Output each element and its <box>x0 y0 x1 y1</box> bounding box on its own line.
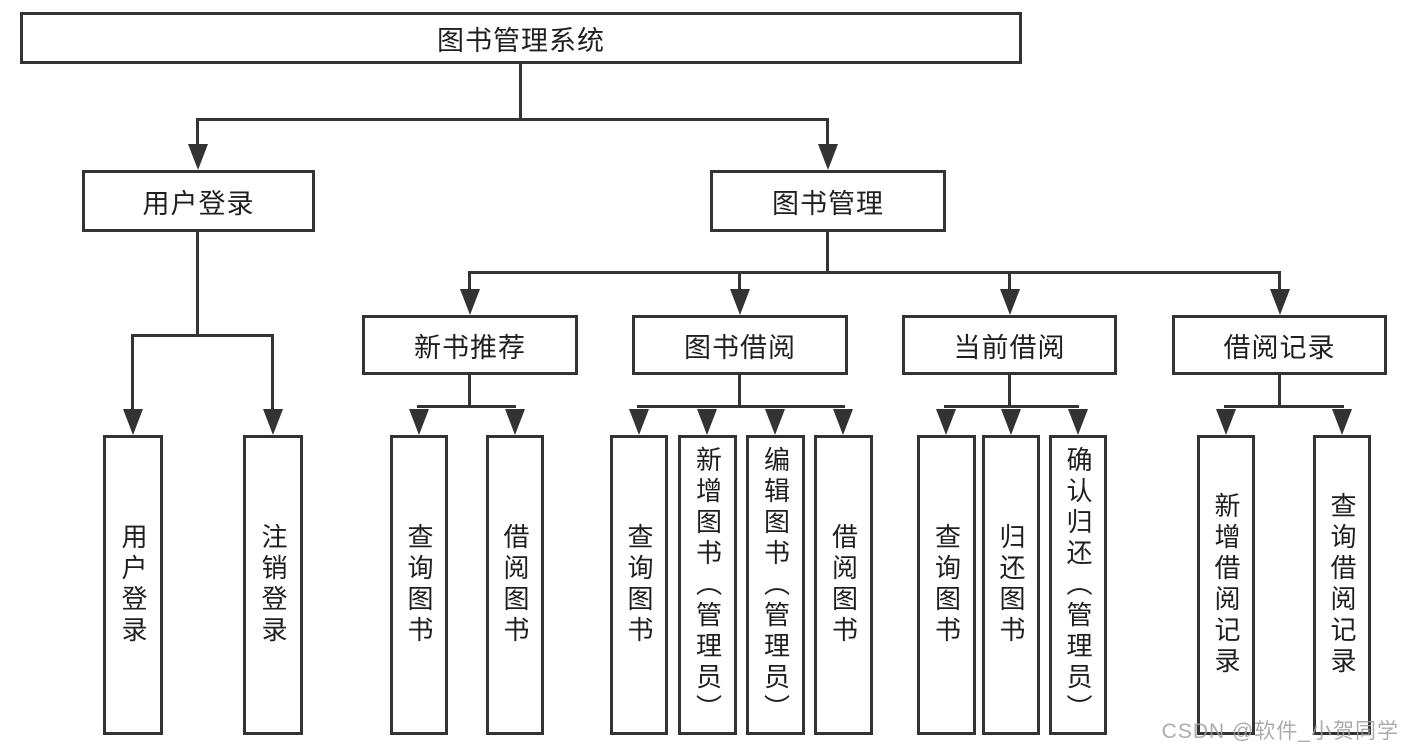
node-borrowing-records: 借阅记录 <box>1172 315 1387 375</box>
node-add-books-admin: 新增图书（管理员） <box>678 435 737 735</box>
connector-line <box>468 271 471 291</box>
node-label: 编辑图书（管理员） <box>760 445 791 725</box>
node-new-book-recommend: 新书推荐 <box>362 315 578 375</box>
node-label: 借阅记录 <box>1223 332 1336 363</box>
node-query-books-3: 查询图书 <box>917 435 976 735</box>
arrow-down-icon <box>409 409 429 435</box>
node-query-books-2: 查询图书 <box>610 435 668 735</box>
arrow-down-icon <box>1000 289 1020 315</box>
connector-line <box>738 271 741 291</box>
node-label: 新增借阅记录 <box>1211 492 1241 678</box>
node-label: 图书管理 <box>772 188 884 219</box>
connector-line <box>738 375 741 408</box>
arrow-down-icon <box>1068 409 1088 435</box>
node-user-login-leaf: 用户登录 <box>103 435 163 735</box>
node-label: 当前借阅 <box>953 332 1066 363</box>
node-label: 查询借阅记录 <box>1327 492 1357 678</box>
node-book-borrowing: 图书借阅 <box>632 315 848 375</box>
arrow-down-icon <box>730 289 750 315</box>
node-edit-books-admin: 编辑图书（管理员） <box>746 435 805 735</box>
node-book-management: 图书管理 <box>710 170 946 232</box>
connector-line <box>131 334 134 411</box>
arrow-down-icon <box>505 409 525 435</box>
arrow-down-icon <box>697 409 717 435</box>
node-add-borrow-record: 新增借阅记录 <box>1197 435 1255 735</box>
node-label: 确认归还（管理员） <box>1063 445 1093 725</box>
node-label: 用户登录 <box>142 188 255 219</box>
arrow-down-icon <box>936 409 956 435</box>
node-confirm-return-admin: 确认归还（管理员） <box>1049 435 1107 735</box>
node-label: 新增图书（管理员） <box>692 445 723 725</box>
node-label: 新书推荐 <box>414 332 526 363</box>
node-label: 用户登录 <box>118 523 148 647</box>
connector-line <box>196 232 199 337</box>
node-label: 查询图书 <box>404 523 434 647</box>
arrow-down-icon <box>765 409 785 435</box>
connector-line <box>196 118 199 148</box>
connector-line <box>271 334 274 411</box>
connector-line <box>417 405 516 408</box>
node-label: 查询图书 <box>624 523 654 647</box>
connector-line <box>1008 375 1011 408</box>
node-label: 借阅图书 <box>500 523 530 647</box>
arrow-down-icon <box>1001 409 1021 435</box>
node-label: 图书借阅 <box>684 332 796 363</box>
arrow-down-icon <box>460 289 480 315</box>
node-query-books-1: 查询图书 <box>390 435 448 735</box>
node-logout: 注销登录 <box>243 435 303 735</box>
node-return-books: 归还图书 <box>982 435 1040 735</box>
arrow-down-icon <box>263 409 283 435</box>
connector-line <box>468 375 471 408</box>
node-library-system: 图书管理系统 <box>20 12 1022 64</box>
connector-line <box>1278 375 1281 408</box>
arrow-down-icon <box>1216 409 1236 435</box>
connector-line <box>131 334 274 337</box>
arrow-down-icon <box>123 409 143 435</box>
arrow-down-icon <box>629 409 649 435</box>
node-label: 查询图书 <box>931 523 962 647</box>
arrow-down-icon <box>1332 409 1352 435</box>
connector-line <box>944 405 1079 408</box>
node-label: 归还图书 <box>996 523 1026 647</box>
node-current-borrowing: 当前借阅 <box>902 315 1117 375</box>
connector-line <box>637 405 845 408</box>
arrow-down-icon <box>833 409 853 435</box>
node-label: 图书管理系统 <box>437 25 605 56</box>
node-label: 借阅图书 <box>828 523 859 647</box>
node-borrow-books-1: 借阅图书 <box>486 435 544 735</box>
connector-line <box>1224 405 1344 408</box>
connector-line <box>826 118 829 148</box>
connector-line <box>826 232 829 274</box>
node-user-login: 用户登录 <box>82 170 315 232</box>
node-borrow-books-2: 借阅图书 <box>814 435 873 735</box>
node-query-borrow-record: 查询借阅记录 <box>1313 435 1371 735</box>
connector-line <box>196 118 829 121</box>
connector-line <box>519 64 522 121</box>
node-label: 注销登录 <box>258 523 288 647</box>
arrow-down-icon <box>1270 289 1290 315</box>
arrow-down-icon <box>188 144 208 170</box>
connector-line <box>1008 271 1011 291</box>
connector-line <box>1278 271 1281 291</box>
connector-line <box>468 271 1281 274</box>
csdn-watermark: CSDN @软件_小贺同学 <box>1161 720 1399 743</box>
arrow-down-icon <box>818 144 838 170</box>
